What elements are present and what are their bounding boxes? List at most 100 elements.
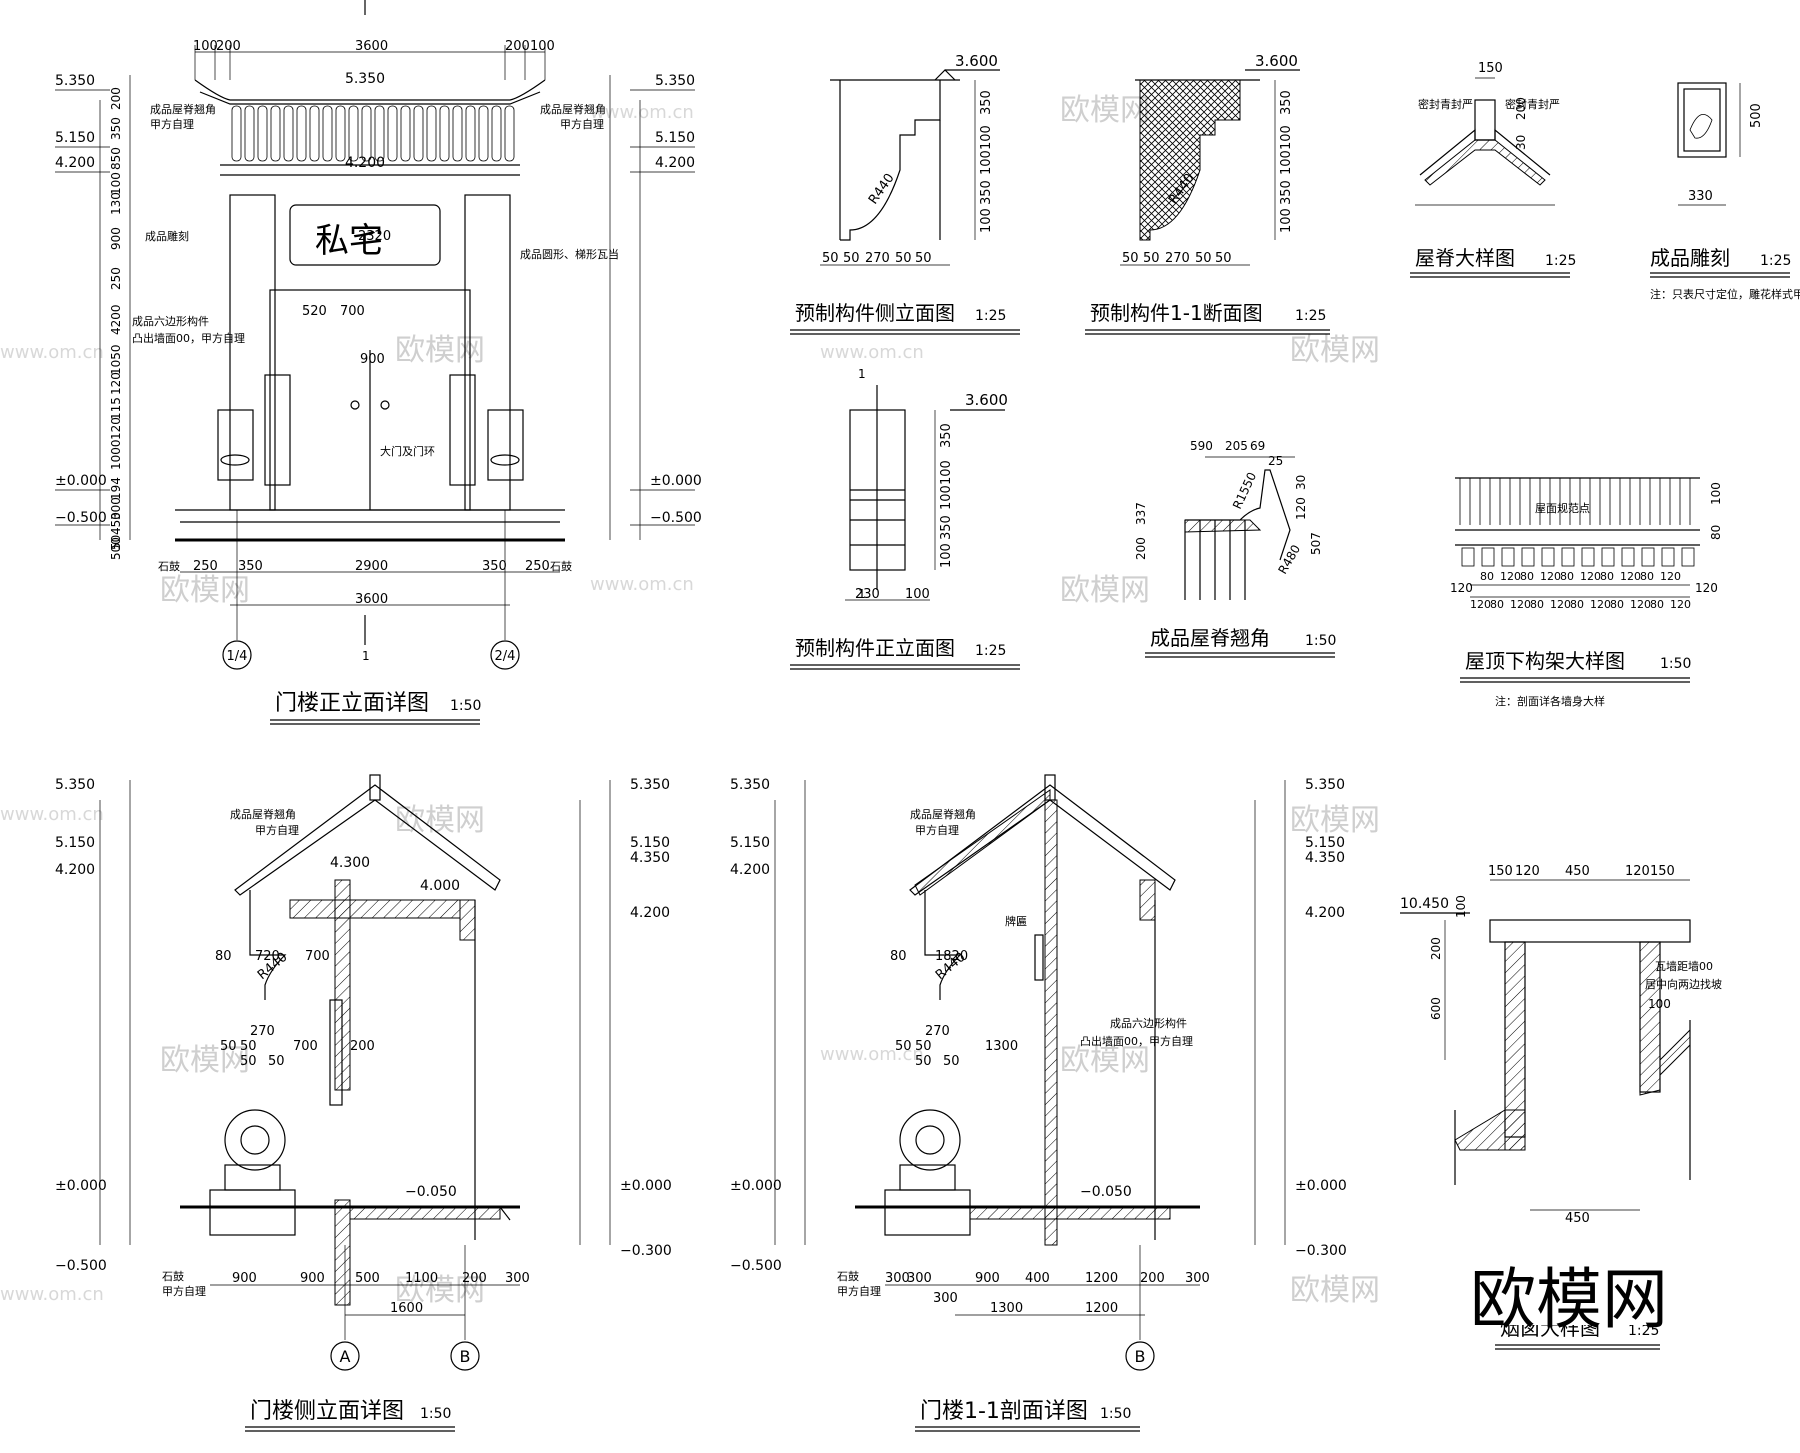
dim-label: 2320 [358,229,391,244]
drawing-title: 预制构件1-1断面图 [1090,301,1263,325]
bracket-block [1481,547,1495,567]
drawing-scale: 1:25 [1628,1323,1659,1339]
roof-tiles [231,105,515,162]
level-label: 5.150 [630,835,670,851]
dim-label: 200 [462,1271,487,1286]
level-label: 3.600 [955,52,998,70]
level-label: 5.150 [55,130,95,146]
note: 凸出墙面00，甲方自理 [132,331,245,345]
front-elevation-drawing: 100 200 3600 200 100 5.350 4.200 私宅 2320 [55,0,702,725]
dim-label: 100 [979,208,994,233]
level-label: 4.200 [55,155,95,171]
level-label: 5.350 [730,777,770,793]
roof-tile [413,105,424,162]
roof-tile [439,105,450,162]
dim-label: 3600 [355,592,388,607]
roof-tile [465,105,476,162]
roof-tile [335,105,346,162]
drawing-title: 门楼1-1剖面详图 [920,1399,1088,1424]
dim-label: 50 [915,251,932,266]
note: 成品屋脊翘角 [910,807,976,821]
note: 成品屋脊翘角 [540,102,606,116]
level-label: 4.300 [330,855,370,871]
drawing-scale: 1:50 [450,698,481,714]
level-label: ±0.000 [55,1178,107,1194]
axis-label: B [1135,1347,1146,1366]
level-label: −0.500 [650,510,702,526]
dim-label: 350 [939,423,954,448]
level-label: ±0.000 [650,473,702,489]
dim-label: 450 [1565,1211,1590,1226]
dim-label: 50 [268,1054,285,1069]
drawing-title: 屋脊大样图 [1415,246,1515,270]
dim-label: 115 [109,397,123,420]
note: 石鼓 [550,559,572,573]
dim-label: 50 [915,1039,932,1054]
dim-label: 700 [305,949,330,964]
dim-label: 80 [1530,598,1544,611]
carving-detail: 500 330 成品雕刻 1:25 注：只表尺寸定位，雕花样式甲方自理 [1650,82,1800,301]
dim-label: 80 [215,949,232,964]
dim-label: 520 [302,304,327,319]
dim-label: 100 [1709,482,1723,505]
level-label: 4.200 [630,905,670,921]
dim-label: 100 [193,39,218,54]
dim-label: 350 [1279,180,1294,205]
dim-label: 100 [1648,997,1671,1011]
watermark-brand: 欧模网 [1290,1273,1380,1308]
dim-label: 120 [1510,598,1531,611]
level-label: 5.350 [55,777,95,793]
dim-label: 50 [843,251,860,266]
dim-label: 120 [1695,581,1718,595]
level-label: −0.500 [55,510,107,526]
drawing-scale: 1:25 [1295,308,1326,324]
dim-label: 194 [109,477,123,500]
dim-label: 80 [1650,598,1664,611]
watermark-brand: 欧模网 [1060,573,1150,608]
note: 屋面规范点 [1535,501,1590,515]
dim-label: 100 [109,172,123,195]
dim-label: 350 [939,515,954,540]
section-mark: 1 [858,367,866,381]
level-label: ±0.000 [1295,1178,1347,1194]
watermark-brand: 欧模网 [160,573,250,608]
dim-label: 100 [530,39,555,54]
dim-label: 120 [109,372,123,395]
watermark-brand: 欧模网 [1060,93,1150,128]
bracket-block [1641,547,1655,567]
dim-label: 205 [1225,439,1248,453]
drawing-scale: 1:25 [1545,253,1576,269]
roof-tile [478,105,489,162]
level-label: ±0.000 [730,1178,782,1194]
roof-tile [387,105,398,162]
drawing-title: 预制构件侧立面图 [795,301,955,325]
note: 大门及门环 [380,444,435,458]
dim-label: 200 [1134,537,1148,560]
vertical-dims: 2003508501001309002504200105012011512010… [109,87,123,560]
watermark-layer: 欧模网 www.om.cn 欧模网 欧模网 www.om.cn www.om.c… [0,93,1380,1308]
level-label: 5.350 [630,777,670,793]
dim-label: 450 [1565,864,1590,879]
dim-label: 350 [238,559,263,574]
watermark-url: www.om.cn [0,1284,104,1305]
dim-label: 150 [1488,864,1513,879]
dim-label: 80 [1610,598,1624,611]
dim-label: 120 [1500,570,1521,583]
dim-label: 200 [350,1039,375,1054]
dim-label: 50 [1122,251,1139,266]
dim-label: 50 [1195,251,1212,266]
drawing-scale: 1:50 [1305,633,1336,649]
dim-label: 900 [360,352,385,367]
roof-tile [257,105,268,162]
level-label: 5.350 [55,73,95,89]
dim-label: 500 [355,1271,380,1286]
dim-label: 80 [1520,570,1534,583]
bracket-block [1501,547,1515,567]
note: 凸出墙面00，甲方自理 [1080,1034,1193,1048]
level-label: 5.350 [1305,777,1345,793]
roof-tile [244,105,255,162]
note: 甲方自理 [150,117,194,131]
dim-label: 120 [1540,570,1561,583]
